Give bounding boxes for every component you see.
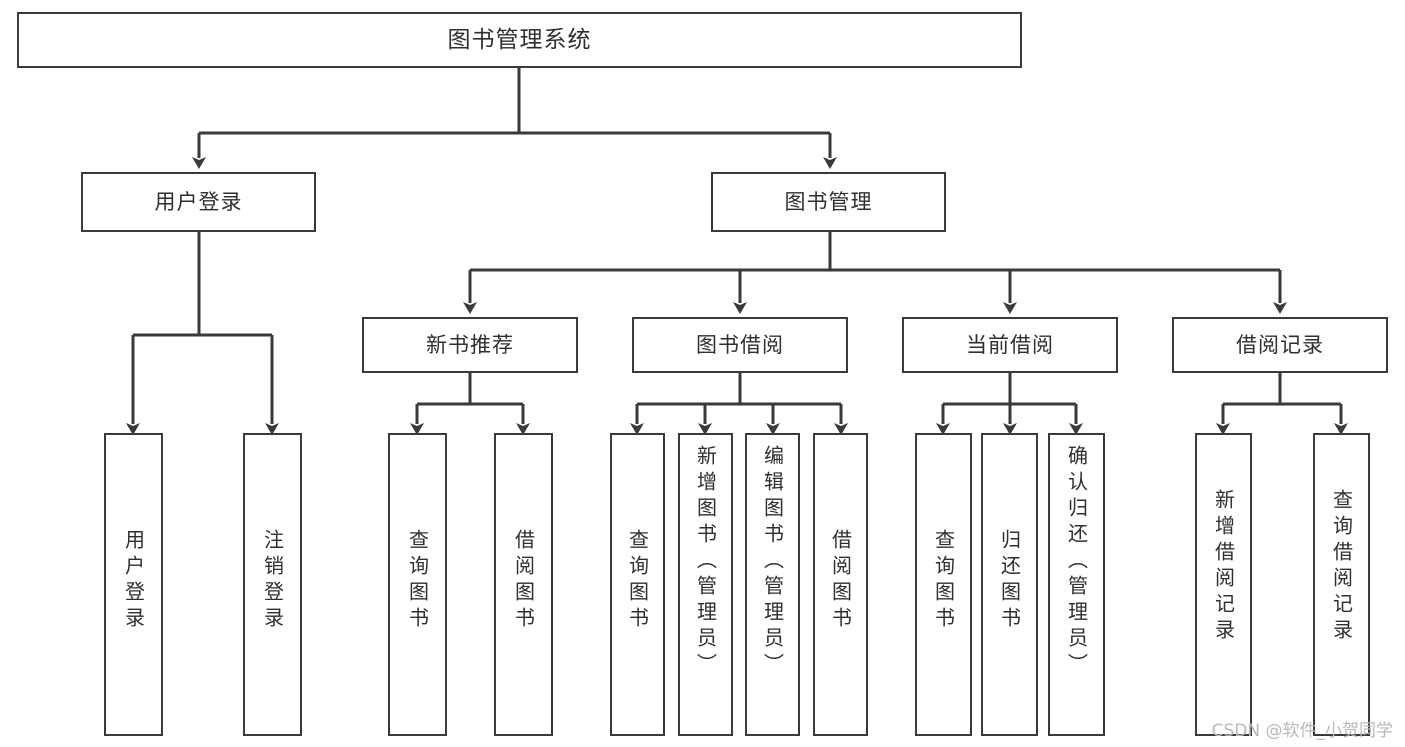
node-label: 用户登录 [121,529,146,633]
node-label: 图书管理 [784,189,873,214]
node-label: 编辑图书（管理员） [760,445,785,679]
node-label: 用户登录 [154,189,243,214]
leaf-recommend-borrow-book[interactable]: 借阅图书 [494,433,553,736]
node-label: 查询图书 [625,529,650,633]
node-label: 查询图书 [405,529,430,633]
node-label: 查询借阅记录 [1329,489,1354,645]
leaf-user-logout[interactable]: 注销登录 [243,433,302,736]
leaf-record-add-record[interactable]: 新增借阅记录 [1195,433,1252,736]
node-new-book-recommend[interactable]: 新书推荐 [362,317,578,373]
leaf-borrow-query-book[interactable]: 查询图书 [610,433,665,736]
node-label: 新增借阅记录 [1211,489,1236,645]
node-label: 新书推荐 [426,332,514,357]
node-label: 图书管理系统 [447,26,592,53]
leaf-record-query-record[interactable]: 查询借阅记录 [1313,433,1370,736]
leaf-borrow-edit-book-admin[interactable]: 编辑图书（管理员） [745,433,800,736]
leaf-borrow-borrow-book[interactable]: 借阅图书 [813,433,868,736]
node-label: 归还图书 [997,529,1022,633]
watermark: CSDN @软件_小贺同学 [1211,721,1393,741]
leaf-current-query-book[interactable]: 查询图书 [915,433,972,736]
node-book-borrow[interactable]: 图书借阅 [632,317,848,373]
node-label: 图书借阅 [696,332,784,357]
node-label: 借阅记录 [1236,332,1324,357]
leaf-recommend-query-book[interactable]: 查询图书 [388,433,447,736]
node-label: 借阅图书 [511,529,536,633]
leaf-borrow-add-book-admin[interactable]: 新增图书（管理员） [678,433,733,736]
leaf-current-return-book[interactable]: 归还图书 [981,433,1038,736]
node-current-borrow[interactable]: 当前借阅 [902,317,1118,373]
node-borrow-record[interactable]: 借阅记录 [1172,317,1388,373]
node-label: 借阅图书 [828,529,853,633]
node-label: 当前借阅 [966,332,1054,357]
node-label: 新增图书（管理员） [693,445,718,679]
leaf-user-login[interactable]: 用户登录 [104,433,163,736]
node-book-management[interactable]: 图书管理 [711,172,946,232]
node-label: 注销登录 [260,529,285,633]
node-root-system[interactable]: 图书管理系统 [17,12,1022,68]
node-user-login[interactable]: 用户登录 [81,172,316,232]
node-label: 查询图书 [931,529,956,633]
node-label: 确认归还（管理员） [1064,445,1089,679]
leaf-current-confirm-return-admin[interactable]: 确认归还（管理员） [1048,433,1105,736]
